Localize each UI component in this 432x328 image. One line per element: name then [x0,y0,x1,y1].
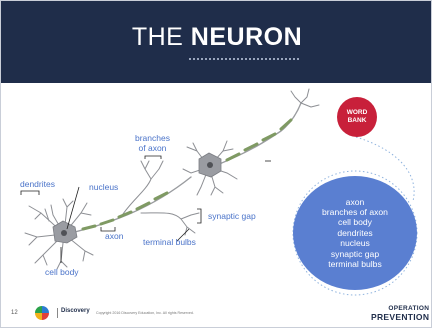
title-bold: NEURON [190,23,303,51]
discovery-logo: Discovery [57,308,90,318]
label-branches-line2: of axon [138,143,167,153]
discovery-education-icon [35,306,49,320]
word-bank-item: axon [345,196,365,207]
neuron-illustration [20,88,418,296]
label-axon: axon [105,231,124,241]
word-bank-item: cell body [338,217,372,228]
label-terminal-bulbs: terminal bulbs [143,237,196,247]
word-bank-item: synaptic gap [330,248,380,259]
label-synaptic-gap: synaptic gap [208,211,256,221]
badge-line2: BANK [347,117,367,124]
slide-title: THE NEURON [1,23,431,52]
title-light: THE [131,23,184,51]
brand-line2: PREVENTION [371,312,430,322]
brand-line1: OPERATION [388,305,430,312]
word-bank-item: terminal bulbs [328,259,382,270]
word-bank-circle: axon branches of axon cell body dendrite… [293,176,417,290]
copyright-text: Copyright 2016 Discovery Education, Inc.… [96,311,194,315]
slide-footer: 12 Discovery Copyright 2016 Discovery Ed… [1,299,431,327]
label-cell-body: cell body [45,267,79,277]
title-dotted-underline [189,56,299,60]
label-branches-line1: branches [135,133,170,143]
page-number: 12 [11,310,18,316]
label-branches-of-axon: branches of axon [135,133,170,153]
word-bank-item: branches of axon [322,206,388,217]
label-nucleus: nucleus [89,182,119,192]
word-bank-badge: WORD BANK [337,97,377,137]
word-bank-item: dendrites [337,227,373,238]
word-bank-item: nucleus [340,238,370,249]
badge-line1: WORD [346,109,368,116]
operation-prevention-logo: OPERATION PREVENTION [371,305,429,321]
label-dendrites: dendrites [20,179,55,189]
slide-header: THE NEURON [1,1,431,83]
